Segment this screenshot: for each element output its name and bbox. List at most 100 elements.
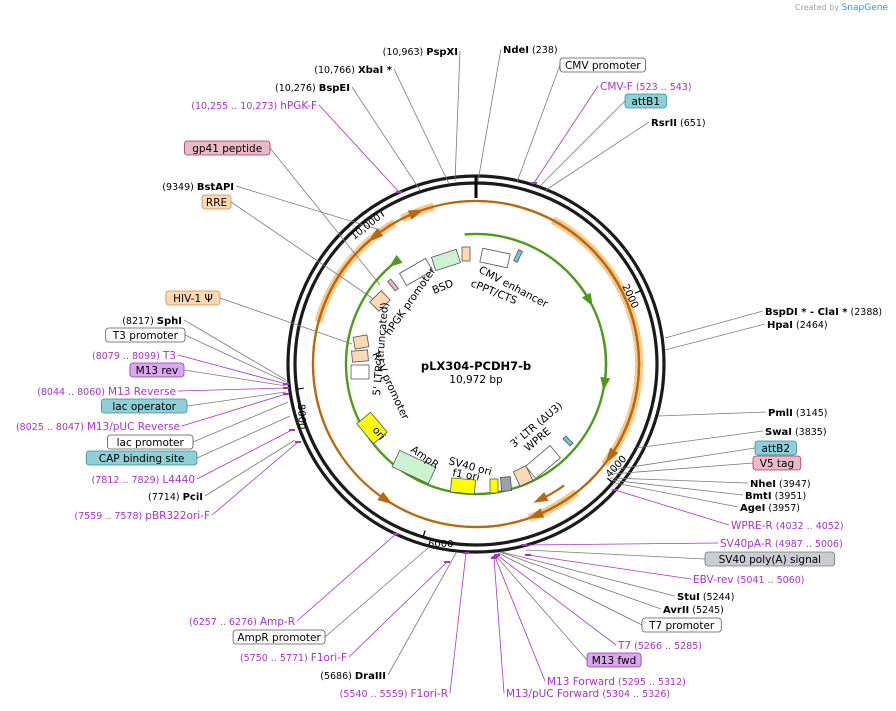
primer-wpre-r[interactable]: WPRE-R (4032 .. 4052) [731,520,844,532]
enzyme-pcii-text[interactable]: (7714) PciI [148,492,203,503]
feature-sv40-polya-text[interactable]: SV40 poly(A) signal [719,554,822,566]
primer-ebv-rev-text[interactable]: EBV-rev (5041 .. 5060) [693,574,805,586]
primer-l4440[interactable]: (7812 .. 7829) L4440 [92,474,195,486]
enzyme-hpai-text[interactable]: HpaI (2464) [767,320,828,331]
enzyme-pspxi[interactable]: (10,963) PspXI [383,47,458,58]
enzyme-bspei[interactable]: (10,276) BspEI [275,83,350,94]
feature-gp41-peptide-box[interactable] [183,140,271,156]
feature-m13-rev-box[interactable] [129,362,185,378]
primer-m13puc-reverse-text[interactable]: (8025 .. 8047) M13/pUC Reverse [16,421,180,433]
feature-attb1[interactable]: attB1 [624,93,667,109]
enzyme-bstapi[interactable]: (9349) BstAPI [162,182,234,193]
enzyme-swai-text[interactable]: SwaI (3835) [765,427,827,438]
feature-lac-promoter-text[interactable]: lac promoter [117,437,185,449]
primer-cmv-f-text[interactable]: CMV-F (523 .. 543) [600,81,692,93]
feature-cmv-promoter-text[interactable]: CMV promoter [565,60,641,72]
primer-f1ori-r-text[interactable]: (5540 .. 5559) F1ori-R [340,688,448,700]
primer-wpre-r-text[interactable]: WPRE-R (4032 .. 4052) [731,520,844,532]
feature-t7-promoter[interactable]: T7 promoter [641,617,722,633]
enzyme-ndei-text[interactable]: NdeI (238) [503,45,558,56]
feature-lac-operator-box[interactable] [101,398,188,414]
feature-t7-promoter-box[interactable] [641,617,722,633]
feature-attb2-box[interactable] [754,440,797,456]
enzyme-bmti[interactable]: BmtI (3951) [745,491,806,502]
feature-attb1-box[interactable] [624,93,667,109]
enzyme-draiii-text[interactable]: (5686) DraIII [320,671,386,682]
enzyme-stui-text[interactable]: StuI (5244) [677,592,734,603]
feature-lac-operator-text[interactable]: lac operator [112,401,176,413]
feature-v5-tag-box[interactable] [752,455,802,471]
enzyme-agei-text[interactable]: AgeI (3957) [740,503,800,514]
primer-m13-forward-text[interactable]: M13 Forward (5295 .. 5312) [547,676,686,688]
primer-cmv-f[interactable]: CMV-F (523 .. 543) [600,81,692,93]
primer-t3-text[interactable]: (8079 .. 8099) T3 [92,350,176,362]
feature-m13-rev-text[interactable]: M13 rev [136,365,179,377]
feature-attb2[interactable]: attB2 [754,440,797,456]
feature-cmv-promoter[interactable]: CMV promoter [559,57,646,73]
feature-gp41-peptide[interactable]: gp41 peptide [183,140,271,156]
primer-sv40pa-r[interactable]: SV40pA-R (4987 .. 5006) [720,538,843,550]
enzyme-swai[interactable]: SwaI (3835) [765,427,827,438]
primer-m13puc-forward-text[interactable]: M13/pUC Forward (5304 .. 5326) [506,688,670,700]
feature-gp41-peptide-text[interactable]: gp41 peptide [192,143,262,155]
enzyme-rsrii[interactable]: RsrII (651) [651,118,706,129]
feature-hiv1-psi[interactable]: HIV-1 Ψ [165,290,221,306]
enzyme-bspdi-clai[interactable]: BspDI * - ClaI * (2388) [765,307,882,318]
feature-lac-promoter[interactable]: lac promoter [107,434,194,450]
enzyme-hpai[interactable]: HpaI (2464) [767,320,828,331]
feature-lac-promoter-box[interactable] [107,434,194,450]
feature-t7-promoter-text[interactable]: T7 promoter [648,620,715,632]
enzyme-bspei-text[interactable]: (10,276) BspEI [275,83,350,94]
feature-m13-fwd-box[interactable] [586,652,642,668]
feature-v5-tag[interactable]: V5 tag [752,455,802,471]
feature-lac-operator[interactable]: lac operator [101,398,188,414]
primer-amp-r[interactable]: (6257 .. 6276) Amp-R [189,616,295,628]
primer-f1ori-r[interactable]: (5540 .. 5559) F1ori-R [340,688,448,700]
feature-hiv1-psi-box[interactable] [165,290,221,306]
enzyme-pmli[interactable]: PmlI (3145) [768,408,828,419]
primer-f1ori-f[interactable]: (5750 .. 5771) F1ori-F [240,652,347,664]
primer-m13puc-forward[interactable]: M13/pUC Forward (5304 .. 5326) [506,688,670,700]
feature-m13-fwd-text[interactable]: M13 fwd [592,655,637,667]
enzyme-pspxi-text[interactable]: (10,963) PspXI [383,47,458,58]
primer-m13-forward[interactable]: M13 Forward (5295 .. 5312) [547,676,686,688]
primer-pbr322ori-f-text[interactable]: (7559 .. 7578) pBR322ori-F [74,510,210,522]
primer-l4440-text[interactable]: (7812 .. 7829) L4440 [92,474,195,486]
feature-ampr-promoter[interactable]: AmpR promoter [232,629,326,645]
enzyme-ndei[interactable]: NdeI (238) [503,45,558,56]
feature-ampr-promoter-text[interactable]: AmpR promoter [237,632,321,644]
enzyme-bspdi-clai-text[interactable]: BspDI * - ClaI * (2388) [765,307,882,318]
primer-ebv-rev[interactable]: EBV-rev (5041 .. 5060) [693,574,805,586]
primer-pbr322ori-f[interactable]: (7559 .. 7578) pBR322ori-F [74,510,210,522]
enzyme-pmli-text[interactable]: PmlI (3145) [768,408,828,419]
feature-ampr-promoter-box[interactable] [232,629,326,645]
feature-t3-promoter-box[interactable] [105,327,186,343]
feature-cap-binding-site-box[interactable] [85,450,198,466]
feature-cap-binding-site-text[interactable]: CAP binding site [99,453,185,465]
enzyme-pcii[interactable]: (7714) PciI [148,492,203,503]
feature-hiv1-psi-text[interactable]: HIV-1 Ψ [173,293,213,305]
enzyme-nhei[interactable]: NheI (3947) [750,479,811,490]
enzyme-rsrii-text[interactable]: RsrII (651) [651,118,706,129]
feature-t3-promoter[interactable]: T3 promoter [105,327,186,343]
enzyme-avrii[interactable]: AvrII (5245) [663,605,724,616]
enzyme-stui[interactable]: StuI (5244) [677,592,734,603]
primer-m13-reverse-text[interactable]: (8044 .. 8060) M13 Reverse [37,386,176,398]
feature-m13-rev[interactable]: M13 rev [129,362,185,378]
feature-cap-binding-site[interactable]: CAP binding site [85,450,198,466]
enzyme-draiii[interactable]: (5686) DraIII [320,671,386,682]
feature-attb2-text[interactable]: attB2 [761,443,790,455]
primer-t7[interactable]: T7 (5266 .. 5285) [617,640,702,652]
primer-hpgk-f[interactable]: (10,255 .. 10,273) hPGK-F [191,100,317,112]
feature-rre-text[interactable]: RRE [206,197,227,209]
feature-sv40-polya[interactable]: SV40 poly(A) signal [704,551,836,567]
enzyme-bmti-text[interactable]: BmtI (3951) [745,491,806,502]
enzyme-sphi[interactable]: (8217) SphI [122,316,182,327]
feature-m13-fwd[interactable]: M13 fwd [586,652,642,668]
enzyme-nhei-text[interactable]: NheI (3947) [750,479,811,490]
feature-v5-tag-text[interactable]: V5 tag [760,458,794,470]
enzyme-xbai-text[interactable]: (10,766) XbaI * [314,65,393,76]
feature-cmv-promoter-box[interactable] [559,57,646,73]
enzyme-avrii-text[interactable]: AvrII (5245) [663,605,724,616]
enzyme-agei[interactable]: AgeI (3957) [740,503,800,514]
